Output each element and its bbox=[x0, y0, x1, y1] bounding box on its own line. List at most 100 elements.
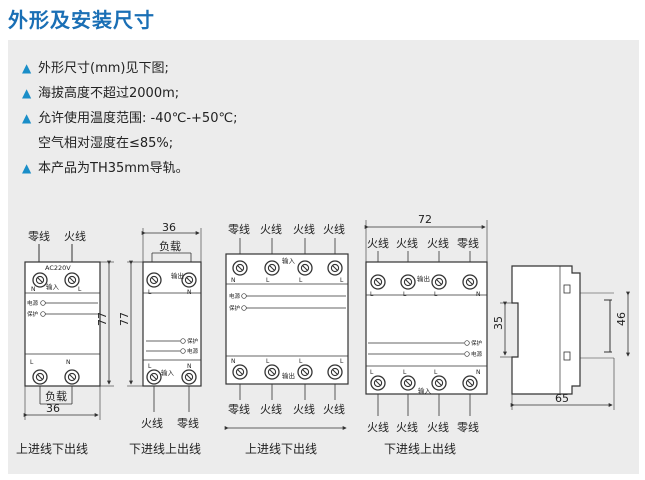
label-load: 负载 bbox=[159, 239, 181, 253]
svg-text:L: L bbox=[30, 359, 34, 366]
device-profile bbox=[511, 265, 581, 395]
terminal-icon bbox=[232, 364, 248, 380]
label-protect: 保护 bbox=[27, 310, 39, 318]
terminal-icon bbox=[181, 272, 197, 288]
svg-text:L: L bbox=[370, 369, 374, 376]
svg-text:火线: 火线 bbox=[293, 222, 315, 236]
label-neutral: 零线 bbox=[28, 229, 50, 243]
label-input: 输入 bbox=[161, 368, 175, 377]
terminal-icon bbox=[146, 272, 162, 288]
svg-text:N: N bbox=[476, 291, 481, 298]
terminal-icon bbox=[431, 375, 447, 391]
svg-text:火线: 火线 bbox=[323, 402, 345, 416]
diagram-3: 零线 火线 火线 火线 输入 N L L L 电源 保护 N L L L 输出 bbox=[224, 222, 349, 456]
svg-text:火线: 火线 bbox=[367, 236, 389, 250]
diagram-5-side-view: 46 35 65 bbox=[492, 265, 630, 410]
terminal-icon bbox=[462, 274, 478, 290]
svg-text:电源: 电源 bbox=[187, 347, 199, 355]
svg-text:零线: 零线 bbox=[228, 222, 250, 236]
terminal-icon bbox=[264, 260, 280, 276]
terminal-icon bbox=[370, 274, 386, 290]
svg-text:L: L bbox=[340, 277, 344, 284]
svg-text:零线: 零线 bbox=[177, 416, 199, 430]
label-ac220v: AC220V bbox=[45, 264, 71, 272]
diagram-1: 零线 火线 AC220V 输入 N L 电源 保护 L N 负载 36 bbox=[16, 229, 114, 456]
svg-text:L: L bbox=[434, 369, 438, 376]
svg-text:零线: 零线 bbox=[457, 420, 479, 434]
label-load: 负载 bbox=[45, 389, 67, 403]
svg-text:N: N bbox=[231, 277, 236, 284]
svg-text:输出: 输出 bbox=[417, 274, 430, 283]
svg-text:输入: 输入 bbox=[418, 386, 432, 395]
svg-text:火线: 火线 bbox=[141, 416, 163, 430]
svg-text:L: L bbox=[370, 291, 374, 298]
device-body bbox=[225, 253, 349, 385]
label-output: 输出 bbox=[171, 271, 184, 280]
page-title: 外形及安装尺寸 bbox=[8, 8, 155, 32]
svg-text:保护: 保护 bbox=[187, 337, 199, 345]
caption-2: 下进线上出线 bbox=[129, 442, 201, 456]
svg-text:N: N bbox=[231, 358, 236, 365]
svg-text:L: L bbox=[299, 277, 303, 284]
svg-text:火线: 火线 bbox=[367, 420, 389, 434]
triangle-bullet-icon: ▲ bbox=[22, 161, 32, 175]
svg-text:L: L bbox=[148, 289, 152, 296]
dim-height: 77 bbox=[96, 312, 109, 326]
svg-text:电源: 电源 bbox=[229, 292, 241, 300]
terminal-icon bbox=[327, 260, 343, 276]
dim-width: 36 bbox=[162, 221, 176, 234]
svg-text:L: L bbox=[266, 277, 270, 284]
caption-1: 上进线下出线 bbox=[16, 442, 88, 456]
label-power: 电源 bbox=[27, 299, 39, 307]
svg-text:L: L bbox=[434, 291, 438, 298]
svg-text:火线: 火线 bbox=[427, 236, 449, 250]
dim-65: 65 bbox=[555, 392, 569, 405]
label-live: 火线 bbox=[64, 229, 86, 243]
dim-height: 77 bbox=[118, 312, 131, 326]
svg-text:零线: 零线 bbox=[228, 402, 250, 416]
svg-text:火线: 火线 bbox=[293, 402, 315, 416]
svg-text:L: L bbox=[299, 358, 303, 365]
terminal-icon bbox=[297, 260, 313, 276]
terminal-icon bbox=[431, 274, 447, 290]
dim-46: 46 bbox=[615, 312, 628, 326]
terminal-icon bbox=[297, 364, 313, 380]
triangle-bullet-icon: ▲ bbox=[22, 86, 32, 100]
triangle-bullet-icon: ▲ bbox=[22, 111, 32, 125]
label-N: N bbox=[31, 286, 36, 293]
terminal-icon bbox=[64, 369, 80, 385]
spec-item: ▲外形尺寸(mm)见下图; bbox=[22, 56, 237, 81]
terminal-icon bbox=[32, 369, 48, 385]
svg-text:输入: 输入 bbox=[282, 256, 296, 265]
spec-item: 空气相对湿度在≤85%; bbox=[38, 136, 174, 151]
terminal-icon bbox=[264, 364, 280, 380]
svg-text:电源: 电源 bbox=[471, 350, 483, 358]
label-input: 输入 bbox=[46, 282, 60, 291]
caption-3: 上进线下出线 bbox=[245, 442, 317, 456]
terminal-icon bbox=[370, 375, 386, 391]
dim-width: 72 bbox=[418, 213, 432, 226]
spec-item: ▲允许使用温度范围: -40℃-+50℃; bbox=[22, 106, 237, 131]
svg-text:N: N bbox=[187, 363, 192, 370]
svg-text:L: L bbox=[403, 369, 407, 376]
terminal-icon bbox=[232, 260, 248, 276]
svg-text:L: L bbox=[266, 358, 270, 365]
svg-text:保护: 保护 bbox=[471, 339, 483, 347]
svg-text:火线: 火线 bbox=[427, 420, 449, 434]
svg-text:零线: 零线 bbox=[457, 236, 479, 250]
terminal-icon bbox=[181, 369, 197, 385]
spec-list: ▲外形尺寸(mm)见下图; ▲海拔高度不超过2000m; ▲允许使用温度范围: … bbox=[22, 56, 237, 181]
triangle-bullet-icon: ▲ bbox=[22, 61, 32, 75]
svg-text:N: N bbox=[476, 369, 481, 376]
svg-text:火线: 火线 bbox=[260, 222, 282, 236]
label-L: L bbox=[78, 286, 82, 293]
terminal-icon bbox=[400, 375, 416, 391]
terminal-icon bbox=[462, 375, 478, 391]
terminal-icon bbox=[400, 274, 416, 290]
svg-text:火线: 火线 bbox=[396, 420, 418, 434]
svg-text:N: N bbox=[187, 289, 192, 296]
terminal-icon bbox=[64, 272, 80, 288]
svg-text:保护: 保护 bbox=[229, 304, 241, 312]
svg-text:输出: 输出 bbox=[282, 371, 295, 380]
dim-35: 35 bbox=[492, 316, 505, 330]
